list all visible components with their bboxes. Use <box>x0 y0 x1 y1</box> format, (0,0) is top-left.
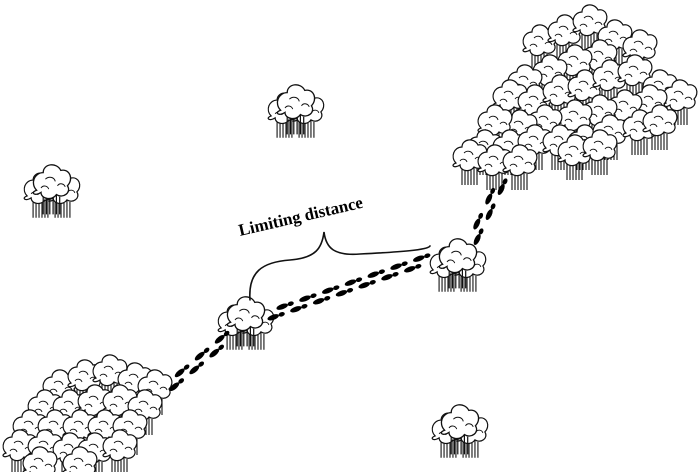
tree-clump-icon <box>431 404 489 459</box>
tree-clump-icon <box>429 238 487 293</box>
footprint-icon <box>193 346 211 362</box>
forest-clump-top-right <box>452 4 698 191</box>
limiting-distance-label: Limiting distance <box>237 193 365 240</box>
tree-clump-icon <box>23 164 81 219</box>
tree-clump-icon <box>217 296 275 351</box>
footprint-icon <box>208 343 226 359</box>
footprint-icon <box>472 227 485 247</box>
tree-clump-icon <box>267 84 325 139</box>
forest-clump-bottom-left <box>2 354 173 472</box>
footprint-trail-middle <box>266 252 432 322</box>
limiting-distance-brace <box>249 231 431 301</box>
footprint-trail-lower <box>168 329 231 393</box>
footprint-icon <box>412 252 432 264</box>
footprint-icon <box>188 360 206 376</box>
footprint-icon <box>471 211 485 231</box>
footprint-icon <box>484 202 497 222</box>
footprint-icon <box>173 363 191 379</box>
